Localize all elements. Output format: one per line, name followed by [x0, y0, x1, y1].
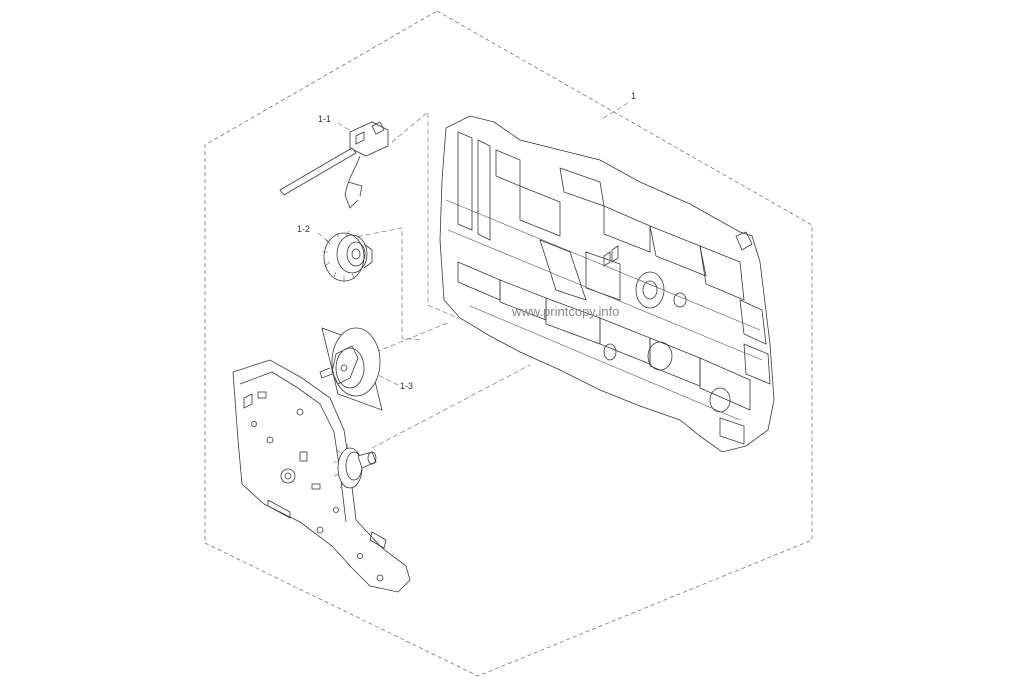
main-frame-1: [439, 115, 775, 453]
side-frame: [232, 359, 411, 593]
assembly-guide-line-2: [349, 227, 421, 341]
assembly-guide-line-4: [371, 364, 531, 449]
sensor-board-1-1: [279, 121, 389, 209]
leader-line-1-1: [337, 122, 355, 134]
label-part-1-1: 1-1: [318, 114, 331, 124]
watermark-text: www.printcopy.info: [511, 304, 619, 319]
motor-1-3: [319, 327, 383, 411]
assembly-boundary: [204, 10, 813, 677]
assembly-guide-line-1: [391, 111, 459, 319]
label-part-1-3: 1-3: [400, 381, 413, 391]
leader-line-main: [599, 102, 629, 121]
label-main-part: 1: [631, 91, 636, 101]
label-part-1-2: 1-2: [297, 224, 310, 234]
assembly-guide-line-3: [375, 321, 451, 353]
gear-1-2: [322, 230, 373, 282]
leader-line-1-3: [377, 374, 399, 386]
